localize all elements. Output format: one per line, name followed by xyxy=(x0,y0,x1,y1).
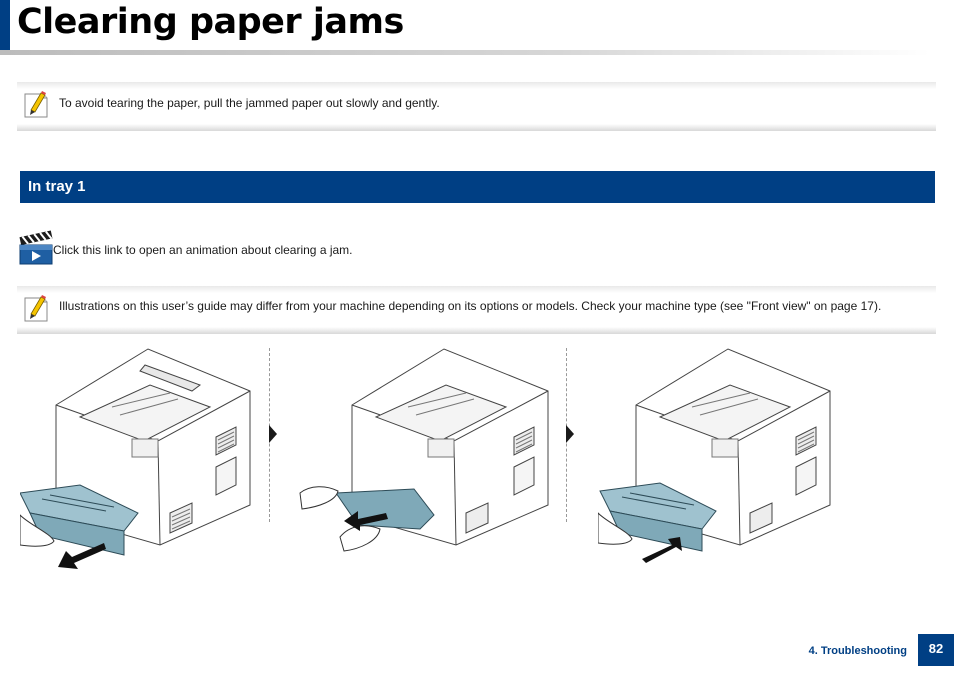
note-text: To avoid tearing the paper, pull the jam… xyxy=(59,96,440,110)
title-accent-bar xyxy=(0,0,10,54)
illustration-insert-tray xyxy=(598,348,831,563)
page-title: Clearing paper jams xyxy=(17,2,404,42)
page-number: 82 xyxy=(918,634,954,666)
note-box: Illustrations on this user’s guide may d… xyxy=(17,286,936,334)
step-arrow-icon xyxy=(566,425,574,443)
note-box: To avoid tearing the paper, pull the jam… xyxy=(17,82,936,131)
note-icon xyxy=(24,295,48,322)
video-animation-icon[interactable] xyxy=(18,228,53,266)
note-icon xyxy=(24,91,48,118)
illustration-remove-jammed-paper xyxy=(299,348,549,552)
section-heading: In tray 1 xyxy=(28,178,86,195)
title-underline xyxy=(0,50,930,55)
note-text: Illustrations on this user’s guide may d… xyxy=(59,299,882,313)
step-arrow-icon xyxy=(269,425,277,443)
illustration-pull-tray xyxy=(20,348,251,569)
animation-link[interactable]: Click this link to open an animation abo… xyxy=(53,243,353,257)
footer-section-label: 4. Troubleshooting xyxy=(808,645,907,657)
section-band: In tray 1 xyxy=(20,171,935,203)
